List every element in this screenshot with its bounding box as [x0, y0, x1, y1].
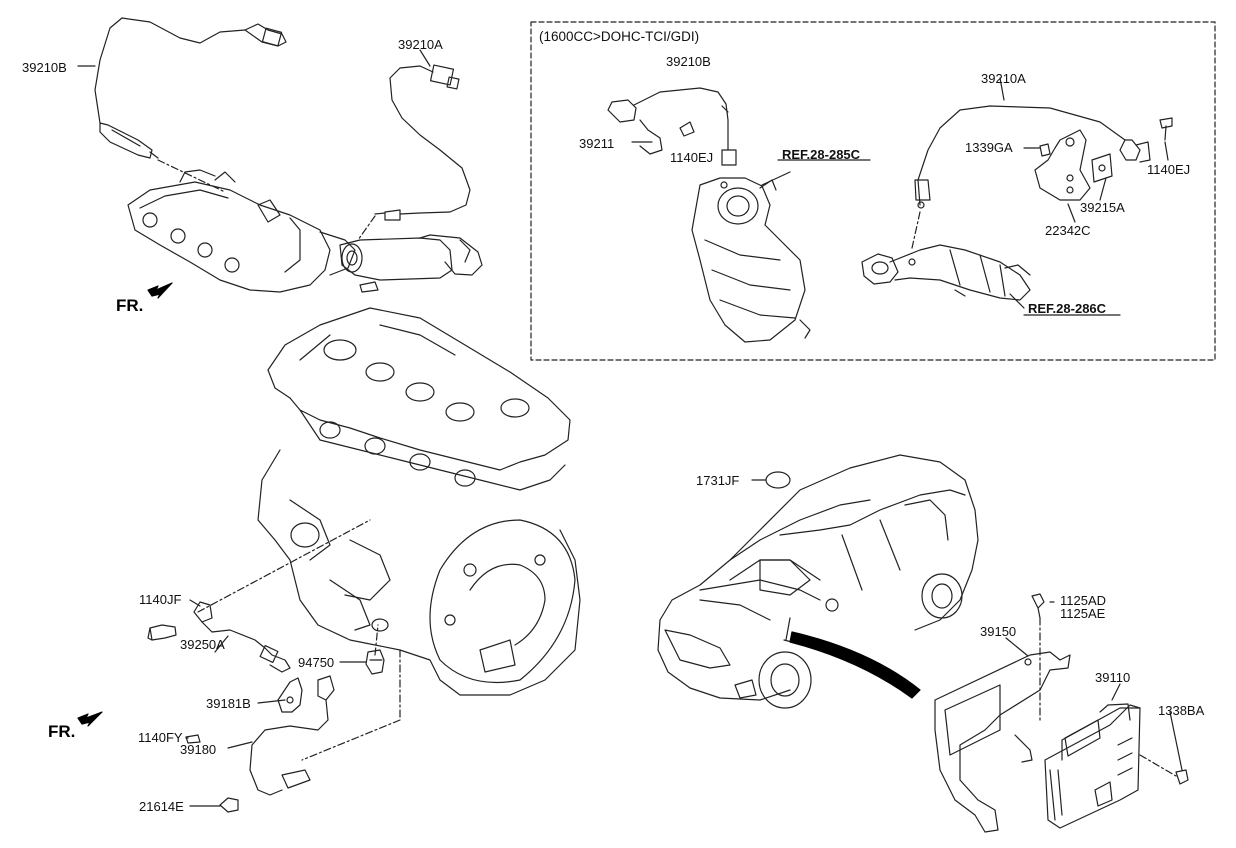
label-39150: 39150	[980, 624, 1017, 639]
crank-sensor-39180	[185, 675, 335, 813]
leader-39250a	[214, 635, 229, 653]
variant-box	[530, 21, 1216, 361]
leader-39215a	[1099, 177, 1107, 201]
variant-note: (1600CC>DOHC-TCI/GDI)	[536, 29, 703, 44]
leader-knock	[197, 519, 371, 613]
leader-39181b	[257, 699, 286, 704]
exhaust-manifold-drawing	[127, 169, 483, 293]
label-1338ba: 1338BA	[1158, 703, 1205, 718]
label-1731jf: 1731JF	[696, 473, 740, 488]
fr-arrow-top	[147, 282, 173, 299]
bolt-1140ej-right	[1159, 117, 1173, 141]
clip-1731jf	[765, 471, 791, 489]
label-1140ej-left: 1140EJ	[670, 150, 714, 165]
bolt-1125ad	[1031, 593, 1045, 619]
label-39211: 39211	[579, 136, 615, 151]
engine-drawing	[257, 307, 581, 696]
knock-sensor-39250a	[147, 601, 291, 673]
label-39250a: 39250A	[180, 637, 225, 652]
ecu-39110	[1044, 703, 1141, 829]
leader-1338ba	[1169, 711, 1183, 771]
label-39210a-top: 39210A	[398, 37, 443, 52]
leader-1140ej-right	[1164, 141, 1169, 161]
ecu-bracket-39150	[934, 651, 1071, 833]
leader-39180	[227, 741, 253, 749]
sensor-94750	[365, 649, 385, 675]
label-39210b-top: 39210B	[22, 60, 67, 75]
label-22342c: 22342C	[1045, 223, 1091, 238]
label-1140ej-right: 1140EJ	[1147, 162, 1191, 177]
front-pipe-286c	[861, 244, 1031, 301]
label-1140jf: 1140JF	[139, 592, 182, 607]
label-39215a: 39215A	[1080, 200, 1125, 215]
leader-ecu-nut	[1139, 754, 1177, 777]
nut-1339ga	[1039, 143, 1051, 157]
bracket-22342c	[1034, 129, 1091, 201]
o2-sensor-39210b-box	[607, 87, 737, 166]
fr-arrow-bottom	[77, 711, 103, 727]
leader-39110	[1111, 683, 1121, 701]
label-39210a-box: 39210A	[981, 71, 1026, 86]
label-ref-286c: REF.28-286C	[1028, 301, 1107, 316]
leader-39210a-top-label	[419, 49, 431, 67]
suv-drawing	[657, 454, 979, 709]
leader-39210a-top	[357, 215, 376, 241]
nut-1338ba	[1175, 769, 1189, 785]
o2-sensor-39210a-top	[374, 64, 471, 221]
leader-39210b-box	[721, 105, 729, 113]
o2-sensor-39210b-top	[94, 17, 287, 159]
label-39210b-box: 39210B	[666, 54, 711, 69]
leader-22342c	[1067, 203, 1076, 223]
label-1125ad: 1125AD	[1060, 593, 1107, 608]
o2-sensor-39210a-box	[914, 105, 1151, 209]
fr-marker-bottom: FR.	[48, 722, 76, 741]
label-21614e: 21614E	[139, 799, 184, 814]
label-39180: 39180	[180, 742, 217, 757]
label-1339ga: 1339GA	[965, 140, 1013, 155]
swoosh-arrow	[789, 631, 921, 699]
fr-marker-top: FR.	[116, 296, 144, 315]
leader-285c	[761, 171, 791, 186]
bracket-39215a	[1091, 153, 1113, 183]
leader-39210a-box	[911, 211, 921, 249]
leader-crank-b	[301, 719, 401, 761]
leader-286c	[1009, 293, 1025, 309]
label-ref-285c: REF.28-285C	[782, 147, 861, 162]
leader-94750	[374, 624, 379, 656]
label-39181b: 39181B	[206, 696, 251, 711]
leader-39210b-top	[157, 159, 226, 193]
leader-39210a-box-label	[999, 77, 1005, 101]
label-94750: 94750	[298, 655, 335, 670]
catalyst-285c	[691, 177, 811, 343]
label-1140fy: 1140FY	[138, 730, 183, 745]
label-39110: 39110	[1095, 670, 1131, 685]
leader-39150	[1005, 637, 1029, 657]
leader-1140jf	[189, 599, 201, 607]
label-1125ae: 1125AE	[1060, 606, 1106, 621]
